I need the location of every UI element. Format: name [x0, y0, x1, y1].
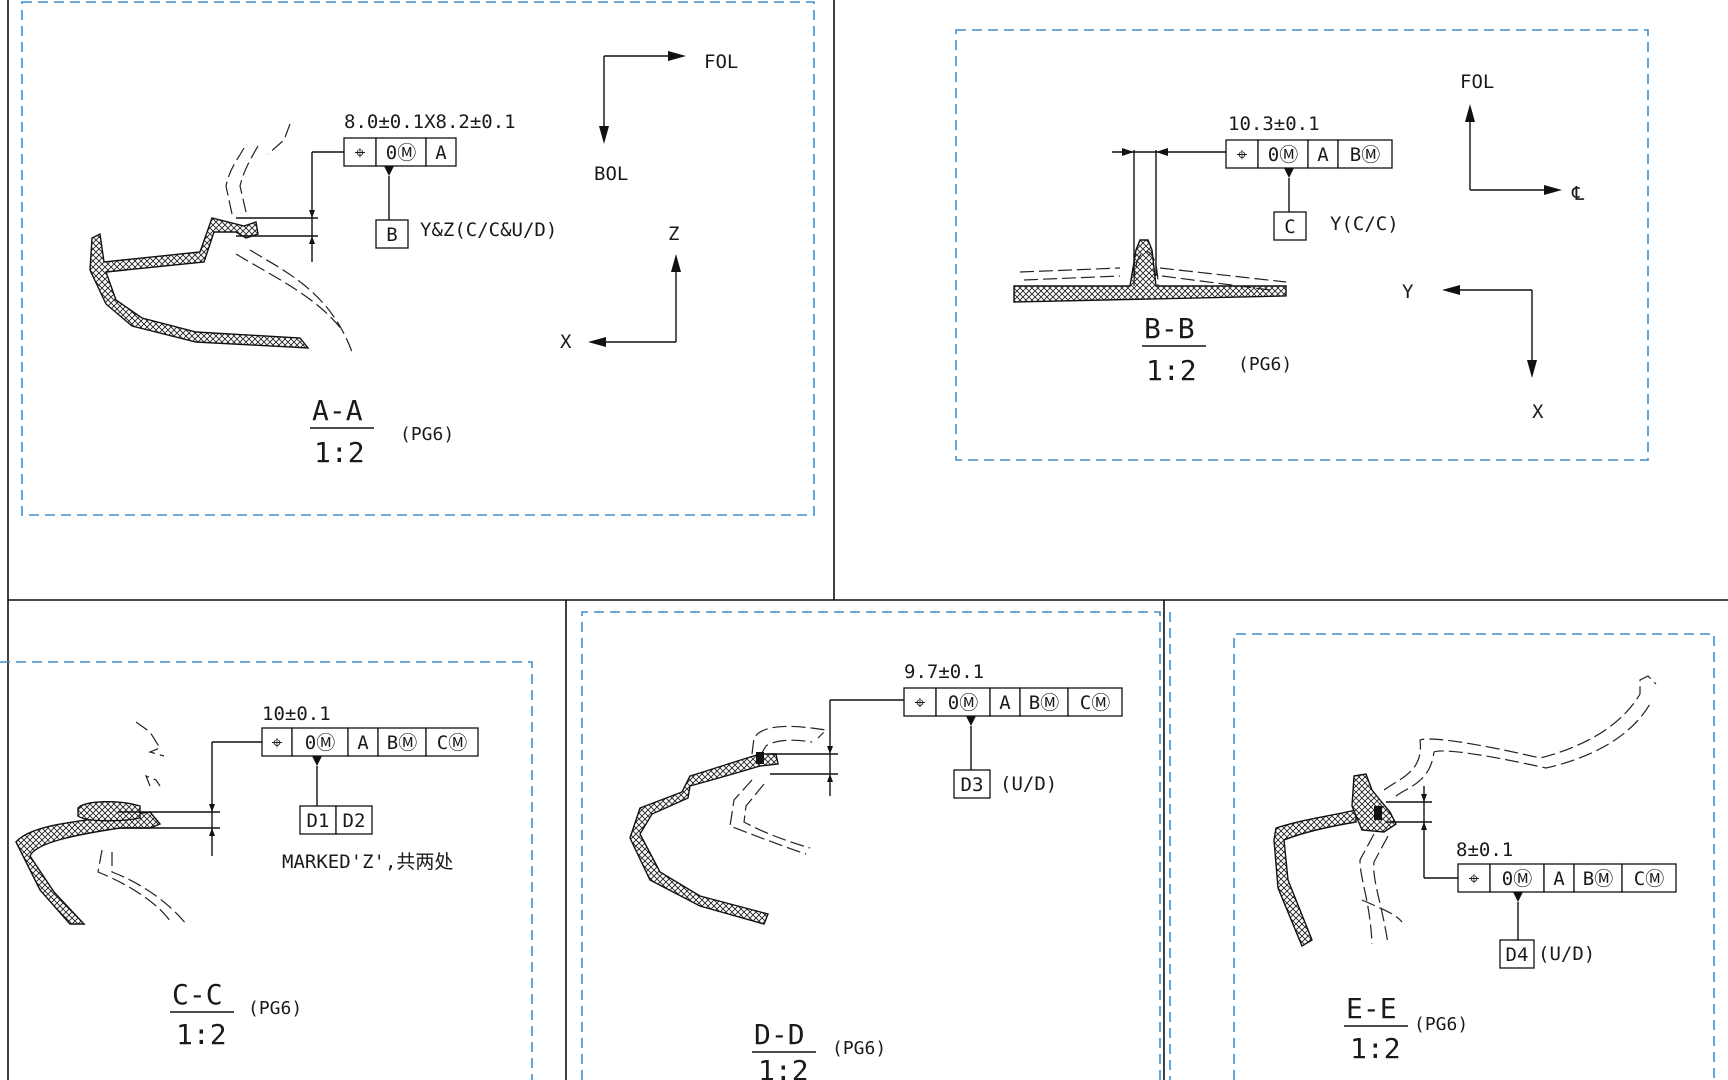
sheet-frame — [7, 0, 1728, 1080]
axis-label-fol: FOL — [1460, 71, 1494, 93]
sheet-ref-d-d: (PG6) — [832, 1038, 886, 1059]
part-section-d-d — [629, 753, 779, 925]
fcf-tolerance: 0Ⓜ — [948, 692, 978, 714]
datum-label-d4: D4 — [1506, 944, 1529, 966]
sheet-ref-a-a: (PG6) — [400, 424, 454, 445]
fcf-position-symbol: ⌖ — [1237, 144, 1248, 166]
fcf-datum-b: BⓂ — [387, 732, 417, 754]
datum-note-b-b: Y(C/C) — [1330, 213, 1399, 235]
fcf-tolerance: 0Ⓜ — [386, 142, 416, 164]
dimension-d-d: 9.7±0.1 — [904, 661, 984, 683]
view-d-d: 9.7±0.1 ⌖ 0Ⓜ A BⓂ CⓂ D3 (U/D) D-D 1:2 (P… — [581, 611, 1161, 1080]
axis-label-x: X — [1532, 401, 1544, 423]
fcf-datum-b: BⓂ — [1029, 692, 1059, 714]
feature-control-frame-b-b: ⌖ 0Ⓜ A BⓂ — [1225, 139, 1393, 169]
part-section-b-b — [1013, 239, 1287, 303]
dimension-a-a: 8.0±0.1X8.2±0.1 — [344, 111, 516, 133]
datum-label-b-b: C — [1284, 216, 1295, 238]
section-title-a-a: A-A — [312, 394, 363, 427]
axis-label-z: Z — [668, 223, 679, 245]
axis-fol-cl-b-b: FOL ℄ — [1460, 71, 1585, 205]
feature-control-frame-a-a: ⌖ 0Ⓜ A — [343, 137, 457, 167]
fcf-position-symbol: ⌖ — [915, 692, 926, 714]
sheet-ref-e-e: (PG6) — [1414, 1014, 1468, 1035]
sheet-ref-b-b: (PG6) — [1238, 354, 1292, 375]
axis-label-y: Y — [1402, 281, 1414, 303]
fcf-tolerance: 0Ⓜ — [1268, 144, 1298, 166]
feature-control-frame-c-c: ⌖ 0Ⓜ A BⓂ CⓂ — [261, 727, 479, 757]
datum-label-d3: D3 — [961, 774, 984, 796]
axis-fol-bol-a-a: FOL BOL — [594, 51, 738, 185]
axis-label-fol: FOL — [704, 51, 738, 73]
datum-note-e-e: (U/D) — [1538, 943, 1595, 965]
fcf-datum-b: BⓂ — [1583, 868, 1613, 890]
part-section-c-c — [15, 811, 162, 925]
fcf-position-symbol: ⌖ — [272, 732, 283, 754]
section-title-d-d: D-D — [754, 1018, 805, 1051]
fcf-datum-a: A — [357, 732, 369, 754]
datum-note-d-d: (U/D) — [1000, 773, 1057, 795]
dimension-e-e: 8±0.1 — [1456, 839, 1513, 861]
datum-note-a-a: Y&Z(C/C&U/D) — [420, 219, 557, 241]
section-title-c-c: C-C — [172, 978, 223, 1011]
part-section-e-e — [1273, 809, 1357, 948]
view-e-e: 8±0.1 ⌖ 0Ⓜ A BⓂ CⓂ D4 (U/D) E-E 1:2 (PG6… — [1169, 612, 1715, 1080]
fcf-datum-c: CⓂ — [1080, 692, 1110, 714]
fcf-datum-a: A — [1317, 144, 1329, 166]
feature-control-frame-e-e: ⌖ 0Ⓜ A BⓂ CⓂ — [1457, 863, 1677, 893]
feature-control-frame-d-d: ⌖ 0Ⓜ A BⓂ CⓂ — [903, 687, 1123, 717]
scale-e-e: 1:2 — [1350, 1032, 1401, 1065]
fcf-tolerance: 0Ⓜ — [305, 732, 335, 754]
fcf-datum-c: CⓂ — [437, 732, 467, 754]
fcf-datum-c: CⓂ — [1634, 868, 1664, 890]
scale-b-b: 1:2 — [1146, 354, 1197, 387]
fcf-datum-a: A — [1553, 868, 1565, 890]
axis-z-x-a-a: Z X — [560, 223, 681, 353]
view-c-c: 10±0.1 ⌖ 0Ⓜ A BⓂ CⓂ D1 D2 MARKED'Z',共两处 … — [0, 661, 533, 1080]
marking-note-c-c: MARKED'Z',共两处 — [282, 851, 453, 873]
dimension-b-b: 10.3±0.1 — [1228, 113, 1320, 135]
datum-label-d1: D1 — [307, 810, 330, 832]
fcf-position-symbol: ⌖ — [1469, 868, 1480, 890]
datum-label-a-a: B — [386, 224, 397, 246]
datum-label-d2: D2 — [343, 810, 366, 832]
view-b-b: 10.3±0.1 ⌖ 0Ⓜ A BⓂ C Y(C/C) FOL ℄ — [955, 29, 1649, 461]
section-title-b-b: B-B — [1144, 312, 1195, 345]
sheet-ref-c-c: (PG6) — [248, 998, 302, 1019]
scale-d-d: 1:2 — [758, 1054, 809, 1080]
dimension-c-c: 10±0.1 — [262, 703, 331, 725]
fcf-tolerance: 0Ⓜ — [1502, 868, 1532, 890]
axis-y-x-b-b: Y X — [1402, 281, 1544, 423]
fcf-datum-b: BⓂ — [1350, 144, 1380, 166]
part-section-a-a — [89, 217, 310, 349]
axis-label-centerline: ℄ — [1571, 183, 1585, 205]
scale-a-a: 1:2 — [314, 436, 365, 469]
scale-c-c: 1:2 — [176, 1018, 227, 1051]
fcf-datum-a: A — [435, 142, 447, 164]
fcf-datum-a: A — [999, 692, 1011, 714]
fcf-position-symbol: ⌖ — [355, 142, 366, 164]
axis-label-bol: BOL — [594, 163, 628, 185]
view-a-a: 8.0±0.1X8.2±0.1 ⌖ 0Ⓜ A B Y&Z(C/C&U/D) FO… — [21, 1, 815, 516]
axis-label-x: X — [560, 331, 572, 353]
section-title-e-e: E-E — [1346, 992, 1397, 1025]
